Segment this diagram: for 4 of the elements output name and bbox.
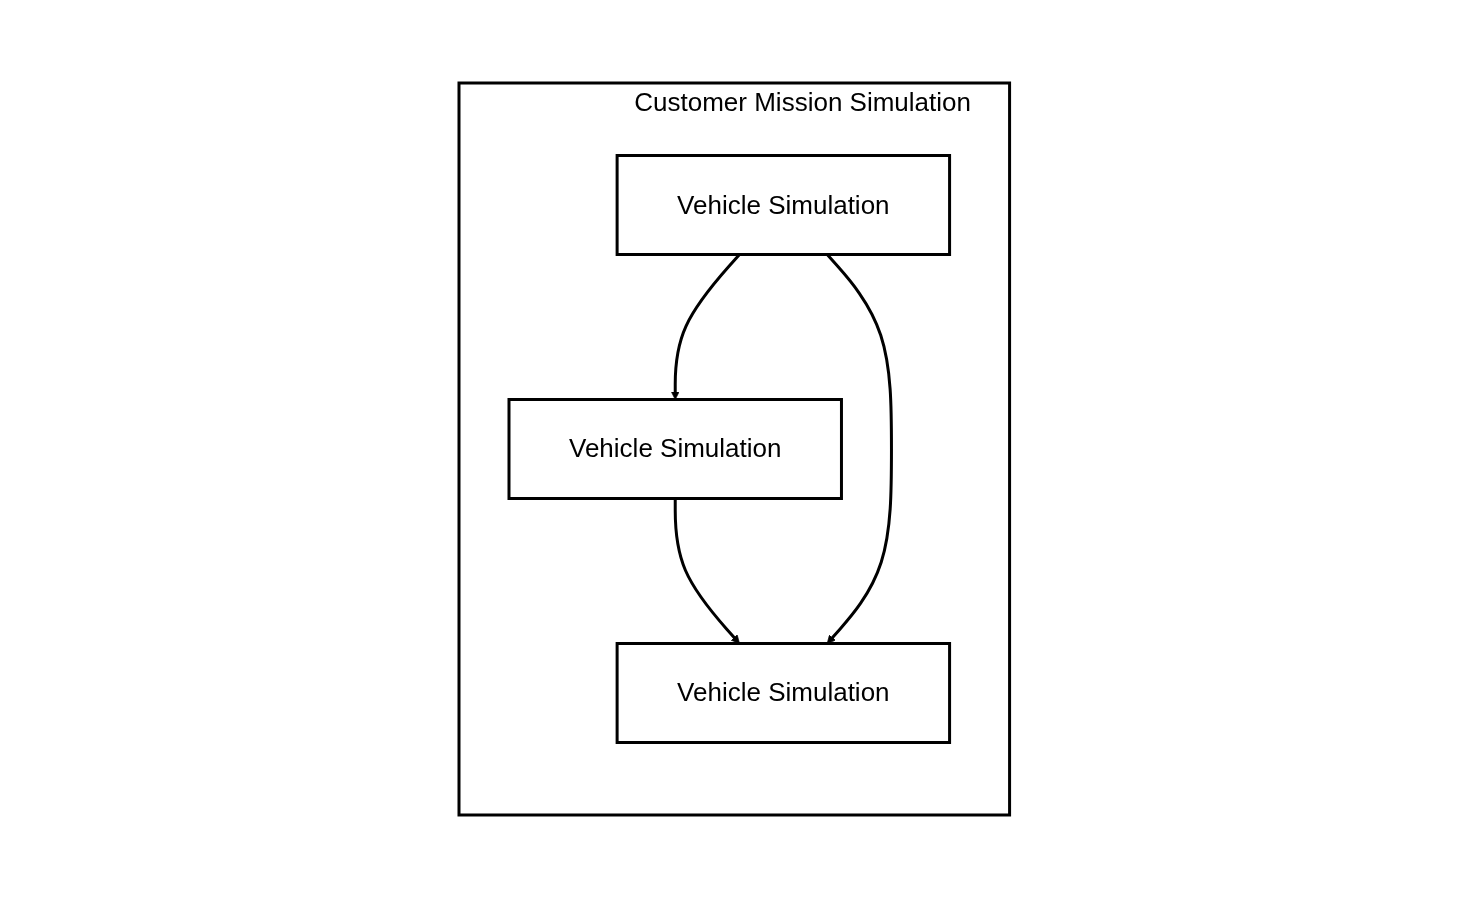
- arrow: [673, 498, 740, 644]
- node-box: Vehicle Simulation: [507, 398, 843, 500]
- node-box: Vehicle Simulation: [615, 642, 951, 744]
- node-box: Vehicle Simulation: [615, 154, 951, 256]
